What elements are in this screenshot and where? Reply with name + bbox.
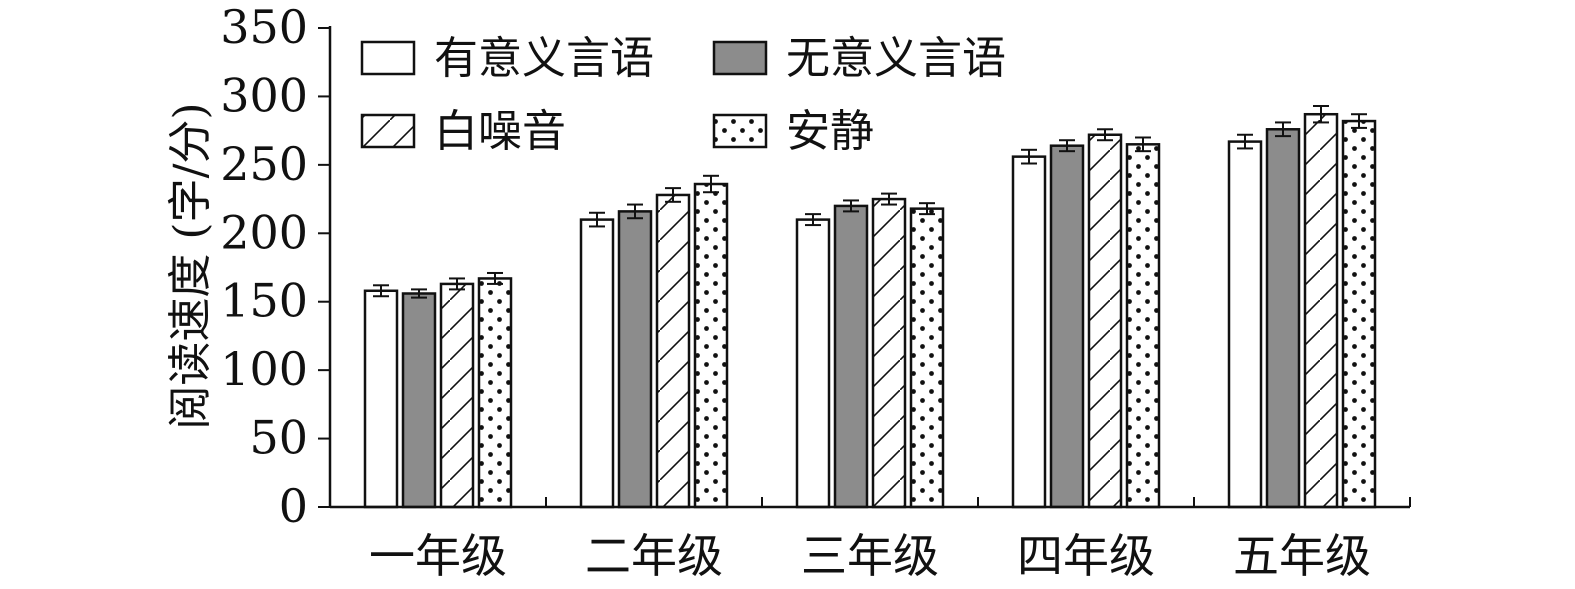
axes-group [328,26,1411,509]
legend-swatch-gray [712,40,768,76]
legend-label: 安静 [786,106,874,157]
bar-dots-2 [693,182,729,509]
x-category-label: 三年级 [801,529,939,583]
x-category-label: 二年级 [585,529,723,583]
bar-hatch-2 [655,193,691,509]
y-tick-label: 100 [220,342,308,396]
bar-hatch-1 [439,282,475,509]
y-axis-title: 阅读速度 (字/分) [165,102,216,429]
y-tick-label: 150 [220,274,308,328]
x-axis-labels: 一年级 二年级 三年级 四年级 五年级 [369,529,1371,583]
bar-hatch-3 [871,197,907,509]
legend-swatch-dots [712,113,768,149]
x-category-label: 一年级 [369,529,507,583]
bar-gray-3 [833,204,869,509]
legend-label: 白噪音 [434,106,566,157]
legend-label: 有意义言语 [434,33,654,84]
bar-white-4 [1011,155,1047,509]
y-tick-label: 250 [220,137,308,191]
bar-white-3 [795,218,831,509]
bar-gray-5 [1265,128,1301,509]
bar-white-5 [1227,140,1263,509]
bar-hatch-5 [1303,112,1339,509]
bar-hatch-4 [1087,133,1123,509]
bar-dots-5 [1341,119,1377,509]
y-tick-label: 350 [220,0,308,54]
bar-dots-3 [909,207,945,509]
bars-group [363,105,1377,509]
x-category-label: 四年级 [1017,529,1155,583]
bar-dots-1 [477,277,513,509]
bar-dots-4 [1125,143,1161,509]
x-category-label: 五年级 [1233,529,1371,583]
y-tick-label: 50 [249,411,308,465]
bar-gray-1 [401,292,437,509]
y-axis-ticks: 0 50 100 150 200 250 300 350 [220,0,330,533]
bar-gray-4 [1049,144,1085,509]
y-tick-label: 0 [279,479,308,533]
legend-label: 无意义言语 [786,33,1006,84]
bar-white-1 [363,289,399,509]
legend-swatch-white [360,40,416,76]
y-tick-label: 200 [220,205,308,259]
legend-swatch-hatch [360,113,416,149]
y-tick-label: 300 [220,68,308,122]
bar-gray-2 [617,210,653,509]
bar-white-2 [579,218,615,509]
